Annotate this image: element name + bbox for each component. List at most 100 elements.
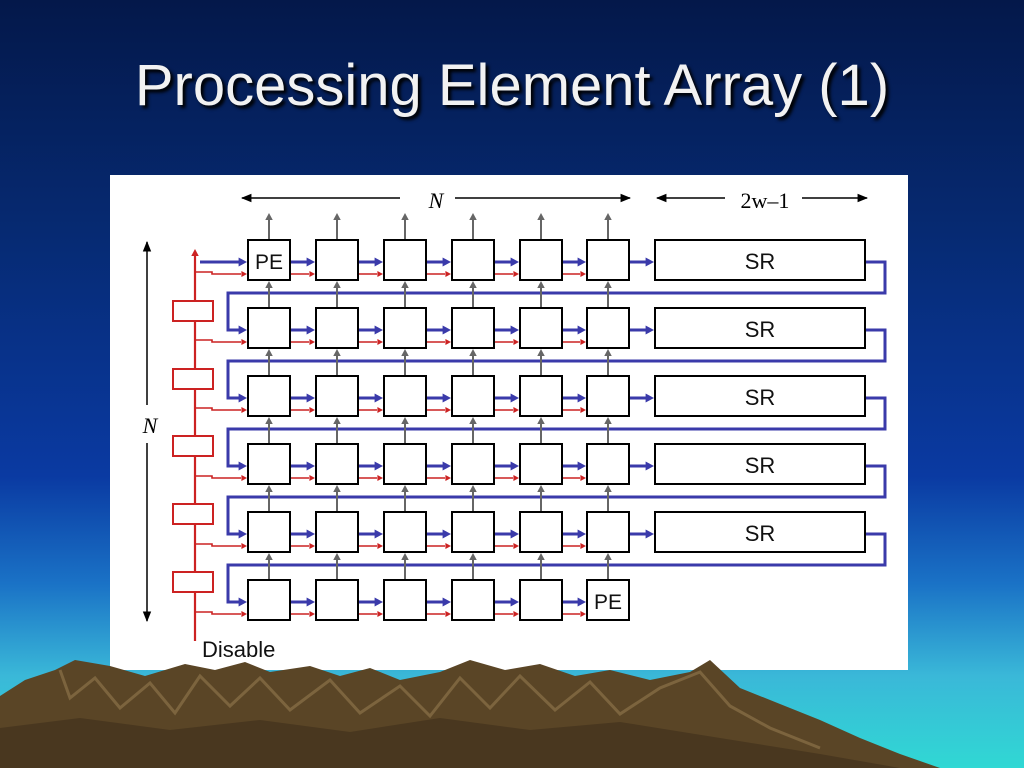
arrow-head (306, 257, 315, 267)
arrow-head (513, 475, 519, 481)
arrow-head (469, 281, 477, 288)
arrow-head (377, 339, 383, 345)
arrow-head (604, 485, 612, 492)
arrow-head (604, 417, 612, 424)
arrow-head (309, 475, 315, 481)
sr-box (654, 511, 866, 553)
arrow-head (442, 597, 451, 607)
arrow-head (469, 553, 477, 560)
pe-box (451, 579, 495, 621)
arrow-head (580, 475, 586, 481)
arrow-head (469, 485, 477, 492)
arrow-head (309, 339, 315, 345)
arrow-head (537, 349, 545, 356)
arrow-head (604, 213, 612, 220)
height-label: N (142, 413, 159, 438)
arrow-head (445, 339, 451, 345)
arrow-head (580, 271, 586, 277)
arrow-head (401, 417, 409, 424)
arrow-head (510, 393, 519, 403)
pe-box (586, 307, 630, 349)
arrow-head (537, 485, 545, 492)
arrow-head (374, 461, 383, 471)
arrow-head (401, 553, 409, 560)
arrow-head (241, 475, 247, 481)
arrow-head (577, 597, 586, 607)
control-line (195, 611, 241, 615)
disable-label: Disable (202, 637, 275, 662)
serpentine-line (226, 464, 887, 536)
arrow-head (241, 611, 247, 617)
pe-box (586, 239, 630, 281)
sr-label: SR (745, 249, 776, 274)
register (172, 503, 214, 525)
height-dimension: N (142, 240, 159, 623)
pe-label: PE (255, 251, 283, 274)
arrow-head (306, 461, 315, 471)
serpentine-line (226, 396, 887, 468)
arrow-head (604, 349, 612, 356)
arrow-head (401, 485, 409, 492)
sr-box (654, 443, 866, 485)
arrow-head (241, 543, 247, 549)
arrow-head (333, 213, 341, 220)
arrow-head (577, 461, 586, 471)
arrow-head (333, 553, 341, 560)
arrow-head (537, 213, 545, 220)
arrow-head (645, 325, 654, 335)
arrow-head (309, 407, 315, 413)
control-line (195, 475, 241, 479)
arrow-head (469, 417, 477, 424)
control-line (195, 407, 241, 411)
arrow-head (265, 417, 273, 424)
sr-box (654, 239, 866, 281)
arrow-head (445, 407, 451, 413)
pe-box (383, 443, 427, 485)
arrow-head (513, 271, 519, 277)
arrow-head (645, 529, 654, 539)
control-line (195, 543, 241, 547)
sr-label: SR (745, 385, 776, 410)
arrow-head (374, 529, 383, 539)
arrow-head (577, 257, 586, 267)
arrow-head (645, 257, 654, 267)
arrow-head (513, 407, 519, 413)
pe-box (247, 307, 291, 349)
arrow-head (577, 529, 586, 539)
arrow-head (241, 407, 247, 413)
register (172, 435, 214, 457)
register (172, 368, 214, 390)
pe-box (451, 443, 495, 485)
pe-box (315, 307, 359, 349)
pe-box (586, 511, 630, 553)
arrow-head (306, 325, 315, 335)
pe-box (383, 307, 427, 349)
pe-box (247, 443, 291, 485)
arrow-head (309, 271, 315, 277)
slide-title: Processing Element Array (1) (134, 53, 890, 118)
arrow-head (513, 543, 519, 549)
arrow-head (241, 339, 247, 345)
arrow-head (241, 271, 247, 277)
control-line (195, 271, 241, 275)
pe-box (383, 579, 427, 621)
mountain-landscape (0, 660, 940, 768)
arrow-head (374, 597, 383, 607)
arrow-head (513, 339, 519, 345)
arrow-head (238, 325, 247, 335)
sr-length-dimension: 2w–1 (655, 188, 869, 213)
width-dimension: N (240, 188, 632, 213)
arrow-head (265, 349, 273, 356)
pe-box (247, 375, 291, 417)
pe-box (315, 443, 359, 485)
pe-box (519, 443, 563, 485)
pe-box (247, 579, 291, 621)
serpentine-line (226, 532, 887, 604)
pe-box (315, 375, 359, 417)
arrow-head (333, 485, 341, 492)
pe-box (315, 239, 359, 281)
arrow-head (377, 543, 383, 549)
arrow-head (309, 611, 315, 617)
arrow-head (580, 339, 586, 345)
